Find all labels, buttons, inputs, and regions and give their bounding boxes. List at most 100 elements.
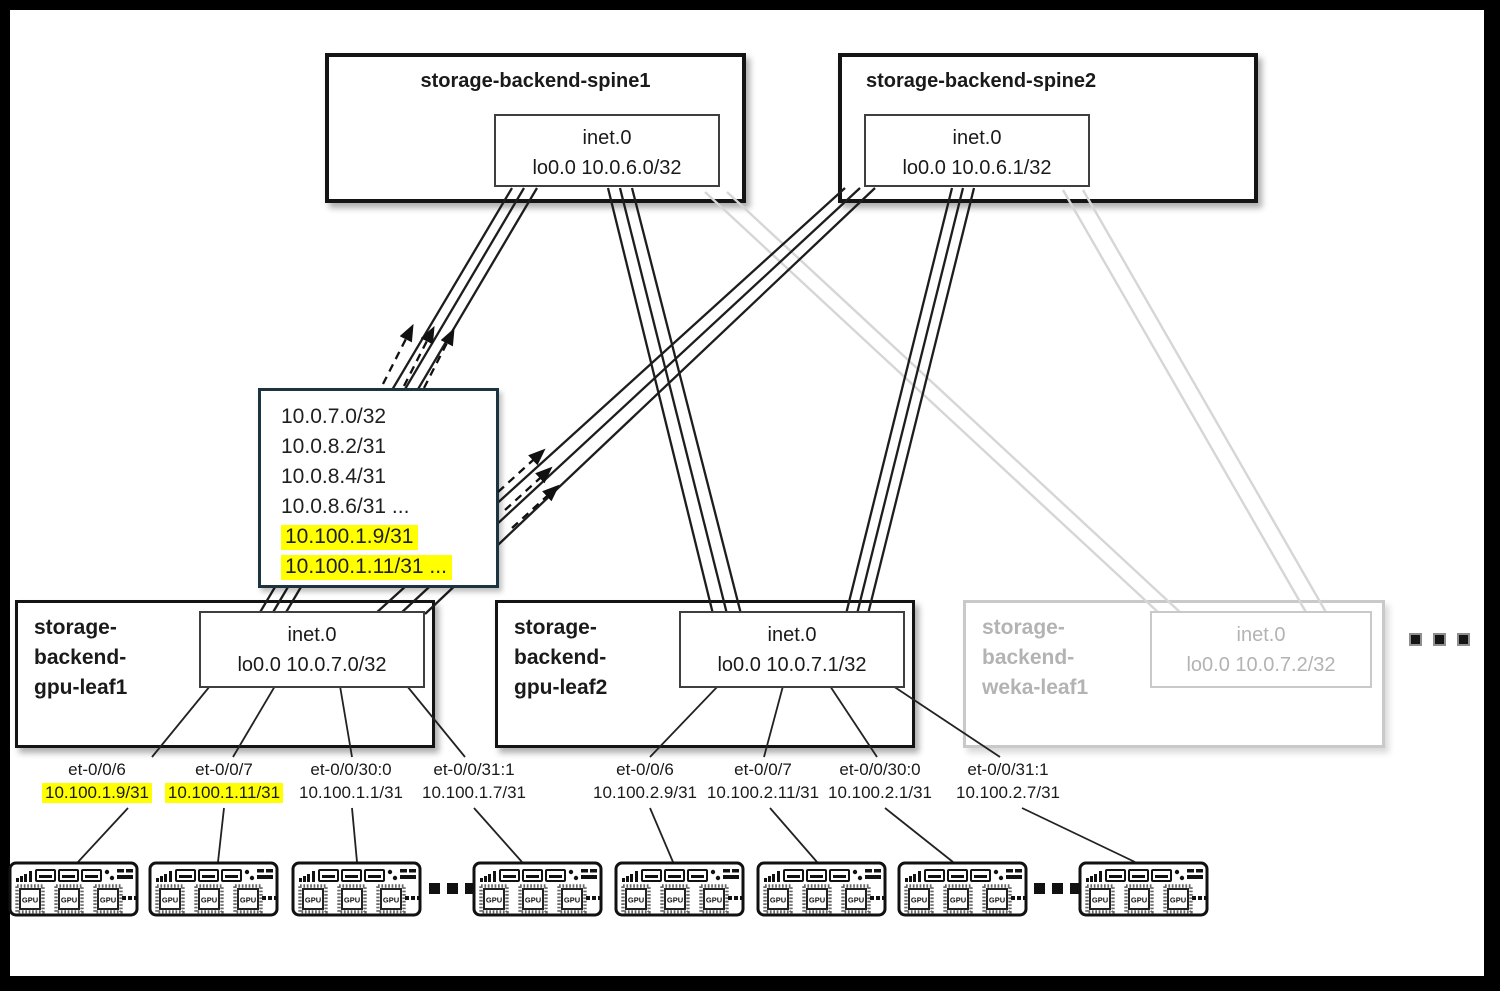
svg-text:GPU: GPU <box>1131 896 1147 905</box>
svg-text:GPU: GPU <box>950 896 966 905</box>
svg-text:GPU: GPU <box>667 896 683 905</box>
link-leaf2-ports <box>649 685 1001 758</box>
status-bars-icon <box>622 871 638 882</box>
route-entry: 10.0.8.6/31 ... <box>281 495 410 518</box>
gpu-chip-icon: GPU <box>621 884 651 914</box>
gpu-server-icon: GPU GPU GPU <box>1078 861 1209 917</box>
spine1-table: inet.0 <box>582 127 632 149</box>
vent-icon <box>257 869 273 879</box>
drive-bay-icons <box>641 869 708 882</box>
svg-text:GPU: GPU <box>809 896 825 905</box>
gpu-server: GPU GPU GPU <box>8 861 139 917</box>
gpu-chip-icon: GPU <box>1163 884 1193 914</box>
leaf1-port-label: et-0/0/31:1 10.100.1.7/31 <box>422 760 526 802</box>
svg-text:GPU: GPU <box>525 896 541 905</box>
weka-leaf1-loopback: lo0.0 10.0.7.2/32 <box>1186 654 1336 676</box>
svg-text:GPU: GPU <box>628 896 644 905</box>
more-gpus-ellipsis-icon <box>1192 896 1208 900</box>
svg-text:GPU: GPU <box>344 896 360 905</box>
advertised-routes-box: 10.0.7.0/32 10.0.8.2/31 10.0.8.4/31 10.0… <box>258 388 499 588</box>
weka-leaf1-inet-box: inet.0 lo0.0 10.0.7.2/32 <box>1150 611 1372 688</box>
gpu-chip-icon: GPU <box>660 884 690 914</box>
status-bars-icon <box>764 871 780 882</box>
more-gpus-ellipsis-icon <box>870 896 886 900</box>
led-dots-icon <box>852 869 863 881</box>
drive-bay-icons <box>924 869 991 882</box>
gpu-server-icon: GPU GPU GPU <box>614 861 745 917</box>
gpu-chip-icon: GPU <box>1085 884 1115 914</box>
svg-text:GPU: GPU <box>61 896 77 905</box>
svg-text:GPU: GPU <box>201 896 217 905</box>
more-servers-ellipsis-icon <box>1034 883 1081 894</box>
spine1-loopback: lo0.0 10.0.6.0/32 <box>532 157 682 179</box>
svg-text:GPU: GPU <box>22 896 38 905</box>
gpu-chip-icon: GPU <box>802 884 832 914</box>
gpu-server-icon: GPU GPU GPU <box>897 861 1028 917</box>
gpu-chip-icon: GPU <box>904 884 934 914</box>
svg-text:GPU: GPU <box>1092 896 1108 905</box>
svg-text:GPU: GPU <box>486 896 502 905</box>
leaf2-port-label: et-0/0/6 10.100.2.9/31 <box>593 760 697 802</box>
more-servers-ellipsis-icon <box>429 883 476 894</box>
led-dots-icon <box>1174 869 1185 881</box>
gpu-chip-icon: GPU <box>376 884 406 914</box>
gpu-chip-icon: GPU <box>479 884 509 914</box>
svg-text:GPU: GPU <box>383 896 399 905</box>
gpu-chip-icon: GPU <box>155 884 185 914</box>
spine2-inet-box: inet.0 lo0.0 10.0.6.1/32 <box>864 114 1090 187</box>
gpu-leaf2-loopback: lo0.0 10.0.7.1/32 <box>717 654 867 676</box>
gpu-server: GPU GPU GPU <box>472 861 603 917</box>
status-bars-icon <box>905 871 921 882</box>
led-dots-icon <box>387 869 398 881</box>
gpu-chip-icon: GPU <box>943 884 973 914</box>
drive-bay-icons <box>318 869 385 882</box>
drive-bay-icons <box>783 869 850 882</box>
status-bars-icon <box>156 871 172 882</box>
gpu-leaf2-table: inet.0 <box>767 624 817 646</box>
status-bars-icon <box>1086 871 1102 882</box>
status-bars-icon <box>16 871 32 882</box>
gpu-chip-icon: GPU <box>233 884 263 914</box>
spine2-loopback: lo0.0 10.0.6.1/32 <box>902 157 1052 179</box>
svg-text:GPU: GPU <box>911 896 927 905</box>
svg-text:GPU: GPU <box>770 896 786 905</box>
led-dots-icon <box>710 869 721 881</box>
gpu-server-icon: GPU GPU GPU <box>291 861 422 917</box>
link-leaf1-ports <box>151 685 466 758</box>
gpu-chip-icon: GPU <box>298 884 328 914</box>
more-gpus-ellipsis-icon <box>728 896 744 900</box>
gpu-server: GPU GPU GPU <box>1078 861 1209 917</box>
leaf2-port-label: et-0/0/7 10.100.2.11/31 <box>706 760 820 802</box>
vent-icon <box>117 869 133 879</box>
drive-bay-icons <box>1105 869 1172 882</box>
gpu-chip-icon: GPU <box>194 884 224 914</box>
gpu-server: GPU GPU GPU <box>148 861 279 917</box>
gpu-leaf1-table: inet.0 <box>287 624 337 646</box>
svg-text:GPU: GPU <box>100 896 116 905</box>
led-dots-icon <box>568 869 579 881</box>
gpu-chip-icon: GPU <box>54 884 84 914</box>
leaf1-port-label: et-0/0/30:0 10.100.1.1/31 <box>299 760 403 802</box>
leaf2-port-label: et-0/0/30:0 10.100.2.1/31 <box>828 760 932 802</box>
link-spine1-gpu-leaf2 <box>606 187 743 615</box>
led-dots-icon <box>993 869 1004 881</box>
gpu-leaf2-title: storage-backend-gpu-leaf2 <box>514 616 608 699</box>
spine1-inet-box: inet.0 lo0.0 10.0.6.0/32 <box>494 114 720 187</box>
more-gpus-ellipsis-icon <box>262 896 278 900</box>
highlighted-ip: 10.100.1.9/31 <box>42 783 152 803</box>
leaf1-port-label: et-0/0/7 10.100.1.11/31 <box>149 758 299 804</box>
more-gpus-ellipsis-icon <box>1011 896 1027 900</box>
status-bars-icon <box>480 871 496 882</box>
gpu-server-icon: GPU GPU GPU <box>472 861 603 917</box>
gpu-chip-icon: GPU <box>15 884 45 914</box>
gpu-server-icon: GPU GPU GPU <box>148 861 279 917</box>
gpu-server-icon: GPU GPU GPU <box>8 861 139 917</box>
svg-text:GPU: GPU <box>848 896 864 905</box>
gpu-server: GPU GPU GPU <box>614 861 745 917</box>
svg-text:GPU: GPU <box>989 896 1005 905</box>
link-ports-servers <box>77 807 1136 863</box>
weka-leaf1-title: storage-backend-weka-leaf1 <box>982 616 1089 699</box>
gpu-chip-icon: GPU <box>518 884 548 914</box>
